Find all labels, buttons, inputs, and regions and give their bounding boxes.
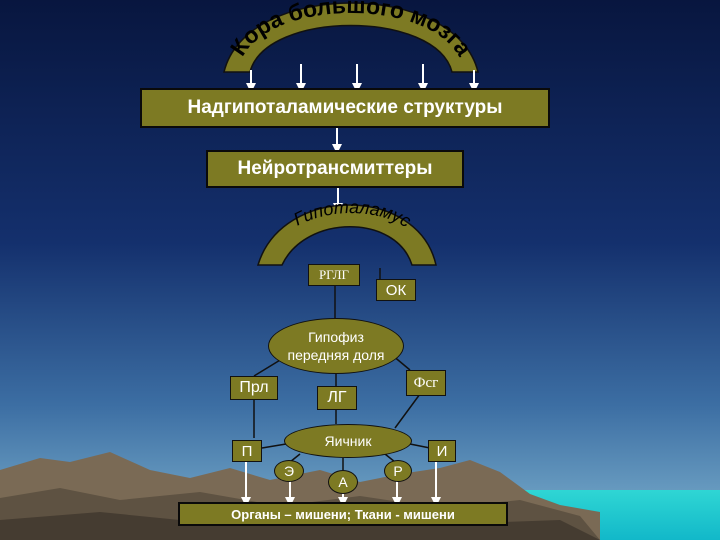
targets-box: Органы – мишени; Ткани - мишени bbox=[178, 502, 508, 526]
pituitary-label-line2: передняя доля bbox=[287, 347, 385, 363]
i-label: И bbox=[436, 442, 448, 460]
e-circle: Э bbox=[274, 460, 304, 482]
r-label: Р bbox=[393, 463, 403, 479]
fsg-box: Фсг bbox=[406, 370, 446, 396]
p-label: П bbox=[241, 442, 253, 460]
rglg-box: РГЛГ bbox=[308, 264, 360, 286]
targets-label: Органы – мишени; Ткани - мишени bbox=[231, 506, 455, 522]
rglg-label: РГЛГ bbox=[318, 267, 350, 282]
lg-label: ЛГ bbox=[327, 389, 347, 406]
neurotransmitters-label: Нейротрансмиттеры bbox=[237, 158, 433, 179]
e-label: Э bbox=[283, 463, 295, 479]
prl-label: Прл bbox=[239, 379, 269, 396]
prl-box: Прл bbox=[230, 376, 278, 400]
ok-label: ОК bbox=[385, 281, 407, 299]
lg-box: ЛГ bbox=[317, 386, 357, 410]
p-box: П bbox=[232, 440, 262, 462]
i-box: И bbox=[428, 440, 456, 462]
pituitary-label-line1: Гипофиз bbox=[308, 329, 364, 345]
a-label: А bbox=[338, 474, 348, 490]
a-circle: А bbox=[328, 470, 358, 494]
suprahypothalamic-box: Надгипоталамические структуры bbox=[140, 88, 550, 128]
ok-box: ОК bbox=[376, 279, 416, 301]
fsg-label: Фсг bbox=[413, 374, 439, 391]
pituitary-oval: Гипофиз передняя доля bbox=[268, 318, 404, 374]
suprahypothalamic-label: Надгипоталамические структуры bbox=[187, 97, 503, 118]
r-circle: Р bbox=[384, 460, 412, 482]
ovary-oval: Яичник bbox=[284, 424, 412, 458]
ovary-label: Яичник bbox=[324, 433, 372, 449]
neurotransmitters-box: Нейротрансмиттеры bbox=[206, 150, 464, 188]
